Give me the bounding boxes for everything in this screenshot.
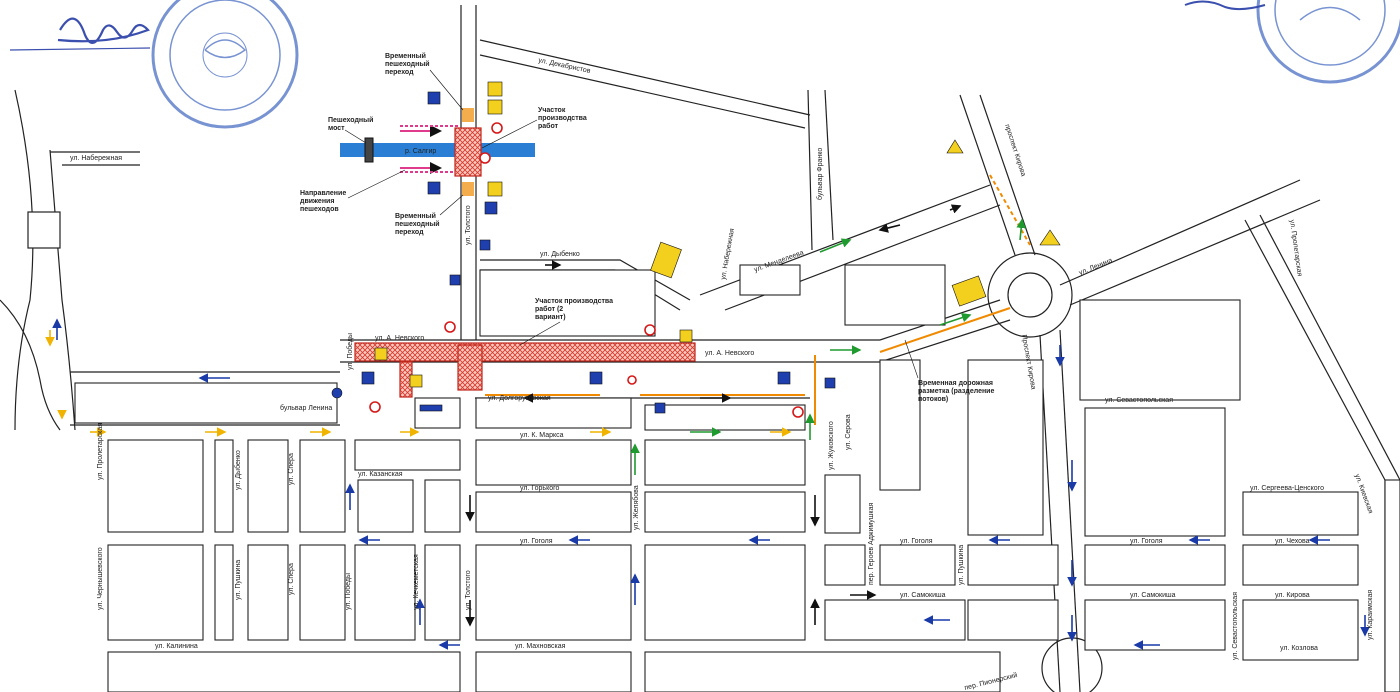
road-sign-icon — [951, 275, 987, 307]
street-label: ул. Пролетарская — [97, 423, 104, 480]
street-label: бульвар Ленина — [280, 404, 332, 412]
road-sign-icon — [361, 371, 375, 385]
street-label: ул. А. Невского — [705, 350, 754, 357]
street-label: ул. Победы — [344, 573, 352, 610]
street-label: ул. Набережная — [719, 228, 736, 281]
street-label: ул. Махновская — [515, 643, 566, 650]
street-label: ул. Горького — [520, 485, 560, 492]
street-label: ул. Пушкина — [958, 545, 965, 585]
street-label: ул. Севастопольская — [1105, 397, 1173, 404]
street-label: ул. Пушкина — [235, 560, 242, 600]
street-label: ул. Толстого — [465, 570, 472, 610]
street-label: ул. Самокиша — [900, 592, 946, 599]
work-area-bridge — [454, 127, 482, 177]
signature-icon — [1184, 0, 1266, 11]
street-label: ул. Казанская — [358, 471, 403, 478]
road-sign-icon — [484, 201, 498, 215]
pedestrian-bridge — [364, 137, 374, 163]
street-label: ул. Кирова — [1275, 592, 1310, 599]
road-sign-icon — [946, 139, 964, 154]
street-label: бульвар Франко — [816, 148, 824, 200]
street-label: ул. Севастопольская — [1232, 592, 1239, 660]
street-label-salgir: р. Салгир — [405, 148, 436, 155]
street-label: ул. Спера — [288, 563, 295, 595]
road-sign-icon — [427, 91, 441, 105]
traffic-light-icon — [331, 387, 343, 399]
street-label: ул. Набережная — [70, 154, 122, 162]
street-label: ул. Ленина — [1078, 257, 1113, 277]
road-sign-icon — [369, 401, 381, 413]
street-label: проспект Кирова — [1003, 123, 1026, 177]
city-blocks — [74, 264, 1400, 692]
road-sign-icon — [487, 181, 503, 197]
street-label: ул. Спера — [288, 453, 295, 485]
traffic-arrows — [45, 204, 1370, 650]
street-label: ул. Кечкеметская — [413, 554, 420, 610]
street-label: ул. Козлова — [1280, 645, 1318, 652]
street-label: ул. Победы — [346, 333, 354, 370]
pedestrian-direction-arrows — [400, 125, 460, 174]
temp-crossing-bottom — [462, 182, 474, 196]
road-sign-icon — [444, 321, 456, 333]
street-label: ул. Желябова — [632, 485, 640, 530]
work-area-tolstogo — [457, 344, 483, 391]
road-sign-icon — [777, 371, 791, 385]
street-label: ул. А. Невского — [375, 335, 424, 342]
street-label: ул. Чехова — [1275, 538, 1310, 545]
bridge-box-left — [27, 211, 61, 249]
road-sign-icon — [654, 402, 666, 414]
road-sign-icon — [1039, 229, 1061, 246]
street-label: ул. Гоголя — [900, 538, 933, 545]
road-sign-icon — [487, 99, 503, 115]
stamp-seal-icon — [151, 0, 299, 129]
street-label: ул. К. Маркса — [520, 432, 564, 439]
street-label: ул. Гоголя — [1130, 538, 1163, 545]
road-sign-icon — [644, 324, 656, 336]
road-sign-icon — [427, 181, 441, 195]
stamp-seal-icon — [1256, 0, 1400, 84]
street-label: ул. Дыбенко — [540, 250, 580, 258]
street-label: ул. Караимская — [1367, 590, 1374, 640]
street-label: ул. Долгоруковская — [488, 395, 551, 402]
road-network — [0, 5, 1400, 692]
street-label: ул. Самокиша — [1130, 592, 1176, 599]
road-sign-icon — [627, 375, 637, 385]
street-label: ул. Калинина — [155, 643, 198, 650]
street-label: ул. Пролетарская — [1288, 219, 1303, 277]
street-label: ул. Гоголя — [520, 538, 553, 545]
street-label: ул. Жуковского — [828, 421, 835, 470]
road-sign-icon — [479, 152, 491, 164]
temp-crossing-top — [462, 108, 474, 122]
road-sign-icon — [824, 377, 836, 389]
road-sign-icon — [491, 122, 503, 134]
road-sign-icon — [419, 404, 443, 412]
road-sign-icon — [792, 406, 804, 418]
street-label: ул. Толстого — [465, 205, 472, 245]
road-sign-icon — [449, 274, 461, 286]
road-sign-icon — [479, 239, 491, 251]
street-label: ул. Чернышевского — [97, 547, 104, 610]
road-sign-icon — [409, 374, 423, 388]
street-label: ул. Дыбенко — [234, 450, 242, 490]
street-label: ул. Сергеева-Ценского — [1250, 485, 1324, 492]
road-sign-icon — [374, 347, 388, 361]
work-area-nevskogo — [354, 342, 696, 362]
road-signs — [331, 81, 1061, 418]
road-sign-icon — [589, 371, 603, 385]
signature-icon — [9, 17, 151, 51]
street-label: ул. Серова — [845, 414, 852, 450]
road-sign-icon — [487, 81, 503, 97]
street-label: пер. Героев Аджимушкая — [868, 503, 875, 585]
road-sign-icon — [679, 329, 693, 343]
road-sign-icon — [650, 241, 682, 279]
